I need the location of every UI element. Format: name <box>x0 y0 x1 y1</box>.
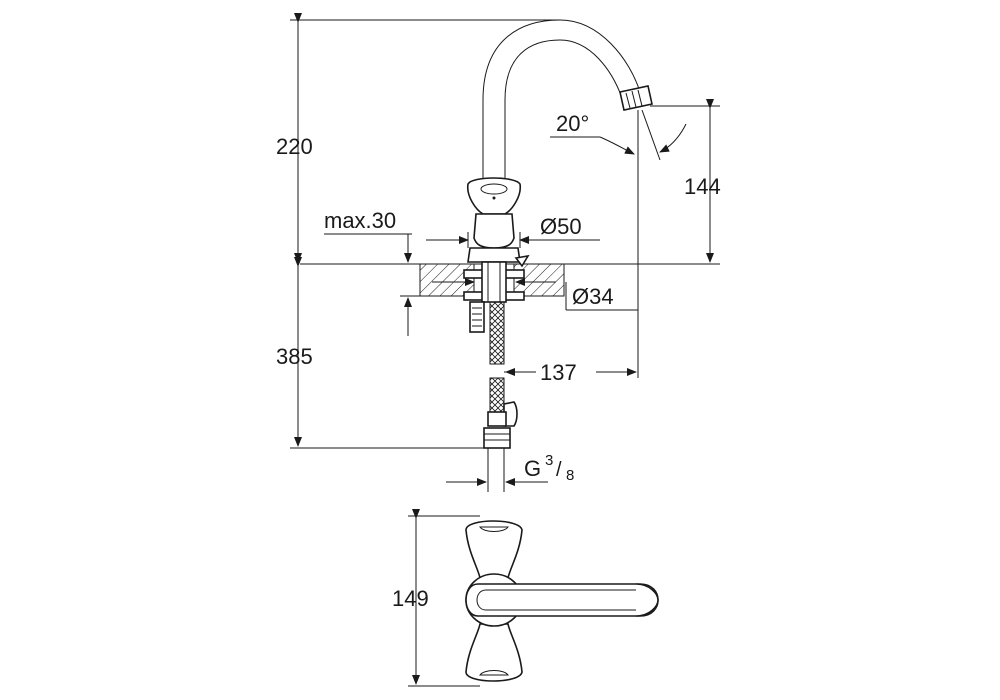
dim-diameter34-label: Ø34 <box>572 284 614 309</box>
dim-385-label: 385 <box>276 344 313 369</box>
handle-bottom <box>465 623 523 682</box>
dim-diameter50-label: Ø50 <box>540 214 582 239</box>
dim-149-label: 149 <box>392 586 429 611</box>
faucet-base <box>467 247 521 263</box>
thread-denominator: 8 <box>566 467 574 484</box>
dim-137-label: 137 <box>540 360 577 385</box>
hose-nut <box>483 427 511 449</box>
countertop-section <box>300 263 640 297</box>
thread-numerator: 3 <box>545 452 553 469</box>
angle-20-label: 20° <box>556 111 589 136</box>
faucet-top-view <box>465 520 659 682</box>
thread-spec-label: G 3 / 8 <box>524 452 574 484</box>
mounting-fixing <box>463 254 530 333</box>
handle-lever <box>466 177 522 215</box>
dim-max30-label: max.30 <box>324 208 396 233</box>
shutoff-valve <box>503 401 518 427</box>
supply-hose <box>483 301 518 492</box>
faucet-body <box>473 213 515 249</box>
faucet-side-view <box>300 19 653 492</box>
dimension-lines <box>290 13 720 687</box>
thread-g-label: G <box>524 456 541 481</box>
aerator <box>619 85 653 111</box>
dim-144-label: 144 <box>684 174 721 199</box>
dim-220-label: 220 <box>276 134 313 159</box>
handle-top <box>465 520 523 579</box>
spout-top <box>465 583 659 617</box>
svg-text:/: / <box>556 459 562 481</box>
